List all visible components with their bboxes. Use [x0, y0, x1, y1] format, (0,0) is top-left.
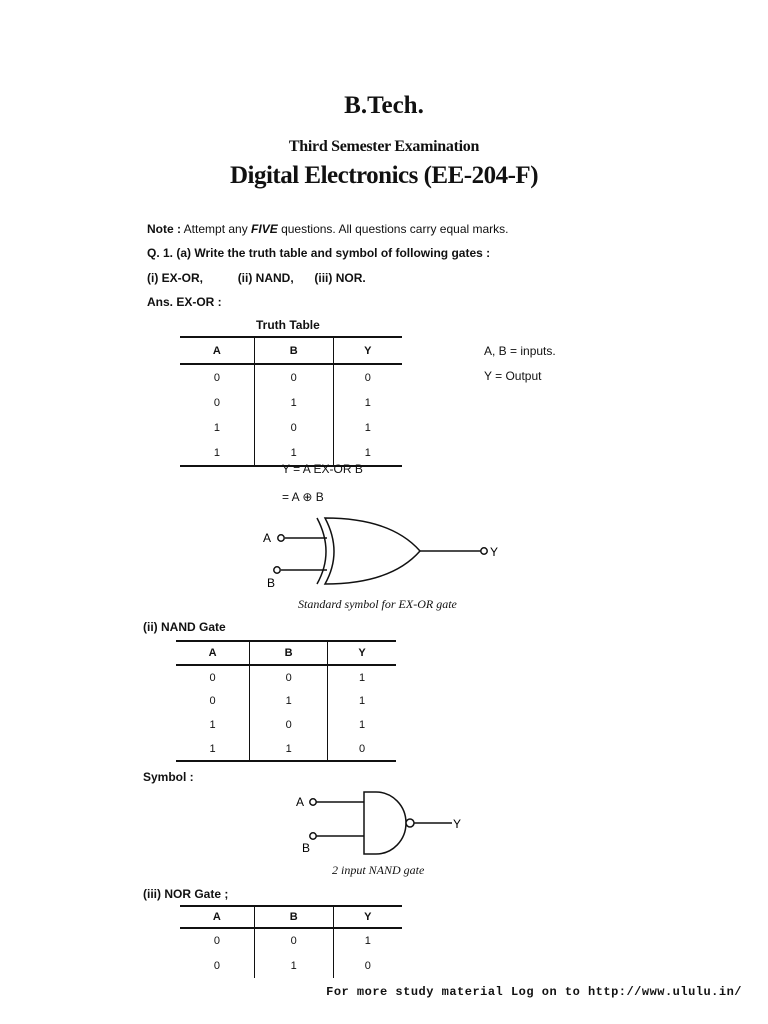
table-row: 0 1 1	[176, 689, 396, 713]
exor-gate-symbol: A B Y	[263, 517, 498, 590]
table-cell: 1	[327, 713, 396, 737]
table-cell: 1	[253, 440, 334, 467]
footer-link-text: For more study material Log on to http:/…	[326, 985, 742, 999]
table-cell: 0	[249, 713, 328, 737]
legend-output: Y = Output	[484, 369, 542, 383]
table-header: A	[180, 906, 255, 929]
nand-heading: (ii) NAND Gate	[143, 620, 226, 634]
table-row: 0 0 1	[176, 665, 396, 689]
table-row: 1 0 1	[180, 415, 402, 440]
exor-equation-2: = A ⊕ B	[282, 490, 324, 504]
nand-input-b-label: B	[302, 841, 310, 855]
table-cell: 1	[253, 390, 334, 415]
exor-equation-1: Y = A EX-OR B	[282, 462, 363, 476]
table-header: A	[180, 337, 255, 365]
exam-title: Third Semester Examination	[288, 138, 480, 155]
table-cell: 1	[332, 415, 402, 440]
table-header: B	[253, 906, 334, 929]
question-part-1: (i) EX-OR,	[147, 271, 203, 285]
table-cell: 0	[327, 737, 396, 762]
table-row: 0 1 0	[180, 953, 402, 978]
question-line: Q. 1. (a) Write the truth table and symb…	[147, 246, 490, 260]
question-number: Q. 1. (a)	[147, 246, 192, 260]
question-parts: (i) EX-OR, (ii) NAND, (iii) NOR.	[147, 271, 366, 285]
nand-gate-symbol: A B Y	[296, 791, 461, 855]
nand-truth-table: A B Y 0 0 1 0 1 1 1 0 1 1 1 0	[176, 640, 396, 762]
note-text-before: Attempt any	[183, 222, 248, 236]
question-part-2: (ii) NAND,	[237, 271, 294, 285]
question-text: Write the truth table and symbol of foll…	[194, 246, 491, 260]
table-cell: 1	[213, 421, 220, 434]
exor-gate-extra-arc	[316, 517, 327, 585]
degree-title: B.Tech.	[344, 92, 424, 119]
table-cell: 0	[253, 364, 334, 390]
table-cell: 1	[332, 390, 402, 415]
table-header: B	[249, 641, 328, 666]
answer-label: Ans. EX-OR :	[147, 295, 222, 309]
table-row: 0 0 0	[180, 364, 402, 390]
note-text-after: questions. All questions carry equal mar…	[281, 222, 509, 236]
nand-symbol-heading: Symbol :	[143, 770, 194, 784]
table-cell: 0	[253, 415, 334, 440]
table-cell: 1	[332, 440, 402, 467]
table-cell: 1	[249, 689, 328, 713]
table-row: 1 0 1	[176, 713, 396, 737]
exor-caption: Standard symbol for EX-OR gate	[298, 597, 457, 611]
table-header: Y	[327, 641, 396, 666]
table-cell: 0	[332, 364, 402, 390]
exor-gate-body	[323, 517, 421, 585]
table-cell: 0	[213, 959, 220, 972]
table-header: B	[253, 337, 334, 365]
table-row: 1 1 0	[176, 737, 396, 762]
table-cell: 0	[209, 671, 216, 684]
question-part-3: (iii) NOR.	[314, 271, 366, 285]
nand-caption: 2 input NAND gate	[332, 863, 425, 877]
table-cell: 1	[180, 440, 255, 467]
exor-input-b-label: B	[267, 576, 275, 590]
exor-truth-table: A B Y 0 0 0 0 1 1 1 0 1 1 1 1	[180, 336, 402, 467]
table-cell: 0	[249, 665, 328, 689]
exor-table-title: Truth Table	[256, 318, 320, 332]
nand-input-a-label: A	[296, 795, 304, 809]
table-cell: 1	[249, 737, 328, 762]
note-emphasis: FIVE	[251, 222, 278, 236]
exor-input-a-label: A	[263, 531, 271, 545]
table-row: 0 1 1	[180, 390, 402, 415]
nand-gate-body	[363, 791, 407, 855]
table-cell: 0	[213, 396, 220, 409]
table-cell: 1	[253, 953, 334, 978]
table-row: 1 1 1	[180, 440, 402, 467]
table-header: A	[176, 641, 250, 666]
table-row: 0 0 1	[180, 928, 402, 953]
table-cell: 1	[176, 737, 250, 762]
legend-inputs: A, B = inputs.	[484, 344, 556, 358]
table-cell: 1	[332, 928, 402, 953]
nand-bubble	[405, 818, 415, 828]
table-cell: 1	[327, 665, 396, 689]
note-line: Note : Attempt any FIVE questions. All q…	[147, 222, 509, 236]
nor-truth-table: A B Y 0 0 1 0 1 0	[180, 905, 402, 978]
table-cell: 0	[209, 695, 216, 707]
table-cell: 1	[209, 719, 216, 731]
table-header: Y	[332, 337, 402, 365]
nor-heading: (iii) NOR Gate ;	[143, 887, 229, 901]
table-cell: 0	[253, 928, 334, 953]
exor-output-label: Y	[490, 545, 498, 559]
course-title: Digital Electronics (EE-204-F)	[229, 162, 539, 189]
table-cell: 0	[213, 371, 220, 384]
table-cell: 0	[332, 953, 402, 978]
table-cell: 1	[327, 689, 396, 713]
table-header: Y	[332, 906, 402, 929]
table-cell: 0	[213, 935, 220, 947]
nand-output-label: Y	[453, 817, 461, 831]
note-label: Note :	[147, 222, 181, 236]
